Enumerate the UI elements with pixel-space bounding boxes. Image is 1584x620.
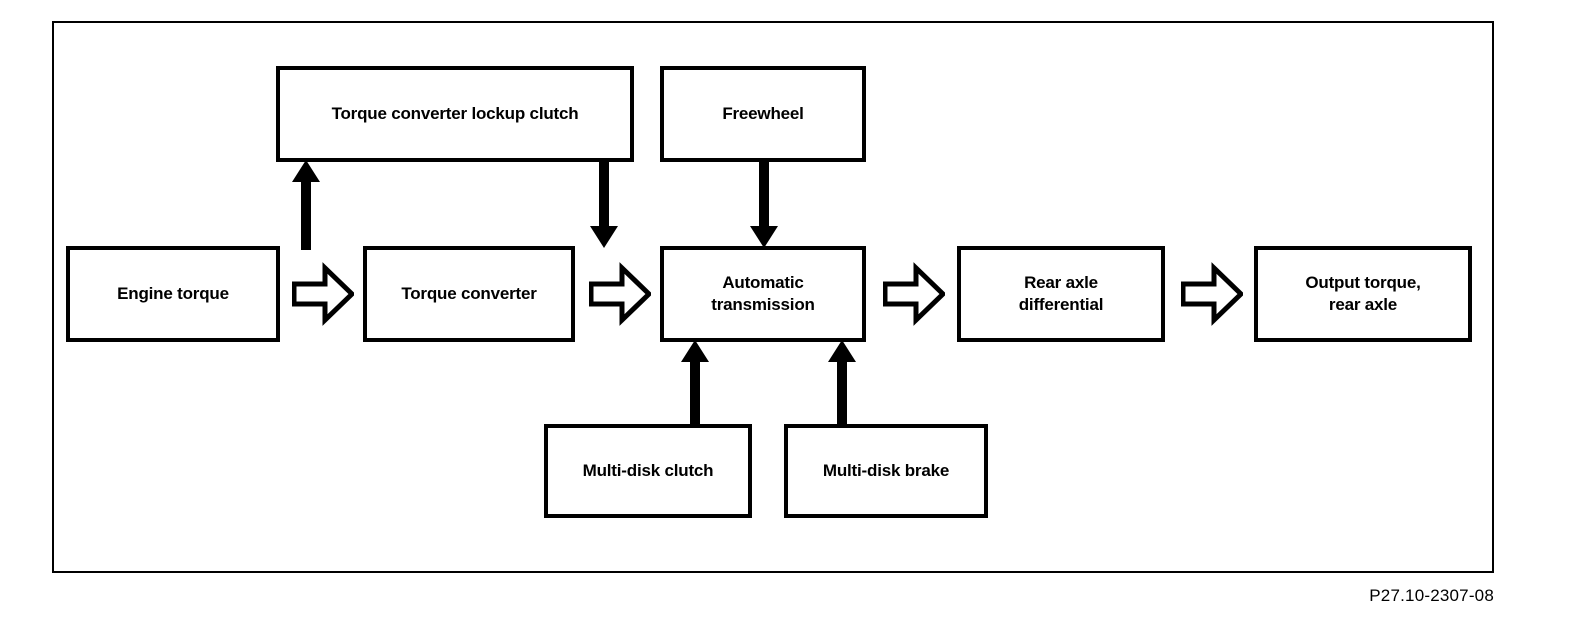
node-engine-torque: Engine torque [66,246,280,342]
node-label-torque-converter: Torque converter [401,283,537,303]
diagram-caption-code: P27.10-2307-08 [1369,586,1494,605]
node-label-rear-axle-differential: Rear axle differential [1018,272,1104,314]
flow-arrow-converter-to-transmission [589,262,651,326]
node-multi-disk-clutch: Multi-disk clutch [544,424,752,518]
node-label-torque-converter-lockup-clutch: Torque converter lockup clutch [331,103,579,123]
node-automatic-transmission: Automatic transmission [660,246,866,342]
connector-clutch-to-transmission-up [677,340,713,428]
node-rear-axle-differential: Rear axle differential [957,246,1165,342]
flow-arrow-rear-axle-to-output [1181,262,1243,326]
connector-lockup-clutch-to-transmission-down [586,160,622,248]
node-label-output-torque-rear-axle: Output torque, rear axle [1305,272,1421,314]
node-torque-converter: Torque converter [363,246,575,342]
flow-arrow-engine-to-converter [292,262,354,326]
connector-brake-to-transmission-up [824,340,860,428]
node-label-multi-disk-clutch: Multi-disk clutch [582,460,714,480]
node-multi-disk-brake: Multi-disk brake [784,424,988,518]
node-label-freewheel: Freewheel [722,103,804,123]
node-torque-converter-lockup-clutch: Torque converter lockup clutch [276,66,634,162]
node-label-automatic-transmission: Automatic transmission [711,272,815,314]
connector-converter-to-lockup-clutch-up [288,160,324,250]
node-output-torque-rear-axle: Output torque, rear axle [1254,246,1472,342]
node-label-multi-disk-brake: Multi-disk brake [822,460,950,480]
node-label-engine-torque: Engine torque [117,283,229,303]
node-freewheel: Freewheel [660,66,866,162]
connector-freewheel-to-transmission-down [746,160,782,248]
flow-arrow-transmission-to-rear-axle [883,262,945,326]
